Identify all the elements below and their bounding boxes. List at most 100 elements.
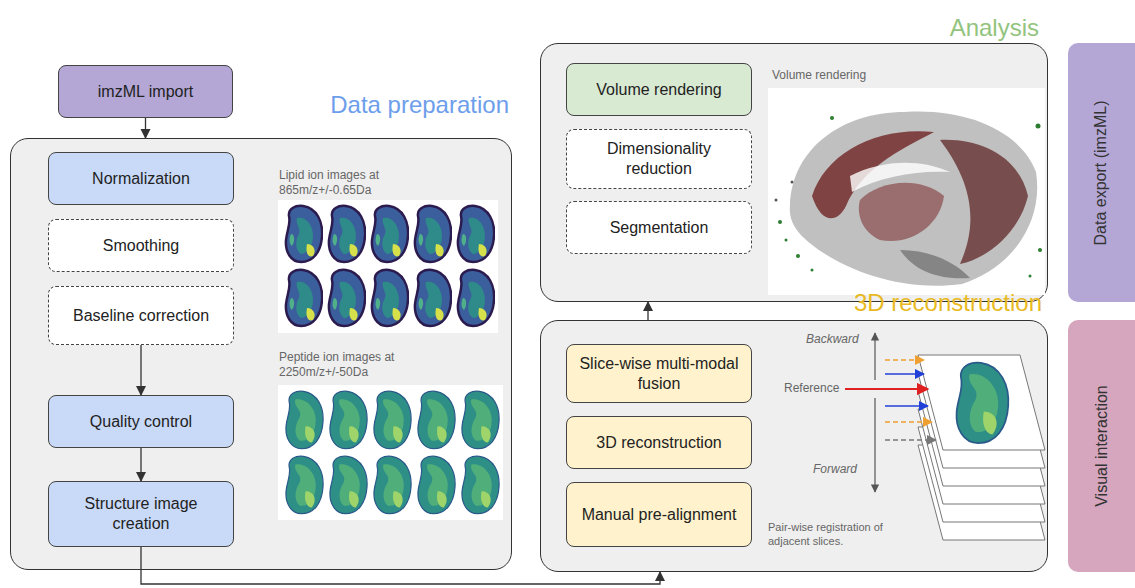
box-label: Structure image creation xyxy=(59,494,223,534)
optional-step-box: Smoothing xyxy=(48,219,234,272)
registration-arrows xyxy=(845,333,936,492)
slice-plane xyxy=(918,427,1045,522)
box-label: 3D reconstruction xyxy=(596,433,721,453)
process-box: imzML import xyxy=(58,65,233,118)
box-label: Volume rendering xyxy=(596,80,721,100)
band-label: Data export (imzML) xyxy=(1093,100,1111,245)
volume-speck xyxy=(791,181,794,184)
volume-region xyxy=(940,140,1028,264)
lipid-slice xyxy=(372,270,408,326)
volume-speck xyxy=(778,220,782,224)
lipid-slice xyxy=(286,206,322,262)
box-label: Smoothing xyxy=(103,236,180,256)
box-label: Manual pre-alignment xyxy=(582,505,737,525)
image-ground xyxy=(768,88,1045,295)
side-band: Visual interaction xyxy=(1068,320,1135,572)
stage-panel: Data preparationNormalizationSmoothingBa… xyxy=(10,138,512,570)
registration-arrow xyxy=(885,421,932,423)
flow-arrow xyxy=(140,448,141,481)
lipid-slice xyxy=(415,270,451,326)
volume-speck xyxy=(1036,124,1041,129)
reference-arrow xyxy=(845,388,928,390)
lipid-slice xyxy=(286,270,322,326)
slice-image xyxy=(956,363,1008,443)
annotation-label: Pair-wise registration of adjacent slice… xyxy=(768,520,898,548)
volume-speck xyxy=(811,269,814,272)
annotation-label: Forward xyxy=(813,462,871,477)
volume-region xyxy=(859,183,944,241)
volume-rendering-image xyxy=(768,88,1045,295)
peptide-slice xyxy=(374,391,411,449)
box-label: Slice-wise multi-modal fusion xyxy=(577,354,741,394)
annotation-label: Reference xyxy=(784,381,844,396)
peptide-thumbnails xyxy=(278,385,503,520)
volume-gap xyxy=(850,163,950,192)
flow-arrow xyxy=(140,345,141,395)
lipid-slice xyxy=(372,206,408,262)
peptide-slice xyxy=(286,456,323,514)
process-box: Volume rendering xyxy=(566,63,752,116)
slice-plane xyxy=(918,409,1045,504)
forward-arrow xyxy=(874,398,875,492)
annotation-label: Lipid ion images at 865m/z+/-0.65Da xyxy=(279,168,397,198)
process-box: Quality control xyxy=(48,395,234,448)
process-box: 3D reconstruction xyxy=(566,416,752,469)
volume-region xyxy=(900,250,970,278)
lipid-thumbnails xyxy=(278,200,498,333)
registration-arrow xyxy=(885,359,924,361)
thumbnail-ground xyxy=(278,385,503,520)
box-label: Segmentation xyxy=(610,218,709,238)
volume-region xyxy=(812,131,934,218)
peptide-slice xyxy=(418,391,455,449)
process-box: Normalization xyxy=(48,152,234,205)
lipid-slice xyxy=(415,206,451,262)
annotation-label: Volume rendering xyxy=(772,68,892,83)
peptide-slice xyxy=(330,391,367,449)
lipid-slice xyxy=(329,206,365,262)
volume-speck xyxy=(796,254,800,258)
peptide-slice xyxy=(286,391,323,449)
volume-speck xyxy=(1038,248,1042,252)
process-box: Manual pre-alignment xyxy=(566,482,752,547)
lipid-slice xyxy=(458,270,494,326)
volume-speck xyxy=(785,239,788,242)
optional-step-box: Segmentation xyxy=(566,201,752,254)
optional-step-box: Dimensionality reduction xyxy=(566,129,752,189)
process-box: Structure image creation xyxy=(48,481,234,547)
box-label: Quality control xyxy=(90,412,192,432)
panel-heading: 3D reconstruction xyxy=(854,289,1042,317)
volume-body xyxy=(790,112,1037,286)
volume-speck xyxy=(775,199,778,202)
slice-plane xyxy=(918,355,1045,450)
box-label: Baseline correction xyxy=(73,306,209,326)
flow-arrow xyxy=(141,547,660,584)
volume-speck xyxy=(1029,275,1032,278)
slice-plane xyxy=(918,445,1045,540)
peptide-slice xyxy=(418,456,455,514)
box-label: Dimensionality reduction xyxy=(577,139,741,179)
volume-speck xyxy=(830,116,834,120)
backward-arrow xyxy=(874,333,875,380)
annotation-label: Peptide ion images at 2250m/z+/-50Da xyxy=(279,350,409,380)
peptide-slice xyxy=(374,456,411,514)
band-label: Visual interaction xyxy=(1093,385,1111,507)
box-label: imzML import xyxy=(98,82,193,102)
registration-arrow xyxy=(885,373,924,375)
box-label: Normalization xyxy=(92,169,190,189)
stage-panel: 3D reconstruction Slice-wise multi-modal … xyxy=(540,320,1048,572)
registration-arrow xyxy=(885,405,928,407)
peptide-slice xyxy=(330,456,367,514)
flow-arrow xyxy=(145,118,146,138)
annotation-label: Backward xyxy=(806,332,866,347)
optional-step-box: Baseline correction xyxy=(48,286,234,345)
lipid-slice xyxy=(458,206,494,262)
lipid-slice xyxy=(329,270,365,326)
peptide-slice xyxy=(462,391,499,449)
flow-arrow xyxy=(647,302,648,320)
process-box: Slice-wise multi-modal fusion xyxy=(566,344,752,403)
registration-arrow xyxy=(885,439,936,441)
slice-plane xyxy=(918,373,1045,468)
thumbnail-ground xyxy=(278,200,498,333)
panel-heading: Analysis xyxy=(950,14,1039,42)
